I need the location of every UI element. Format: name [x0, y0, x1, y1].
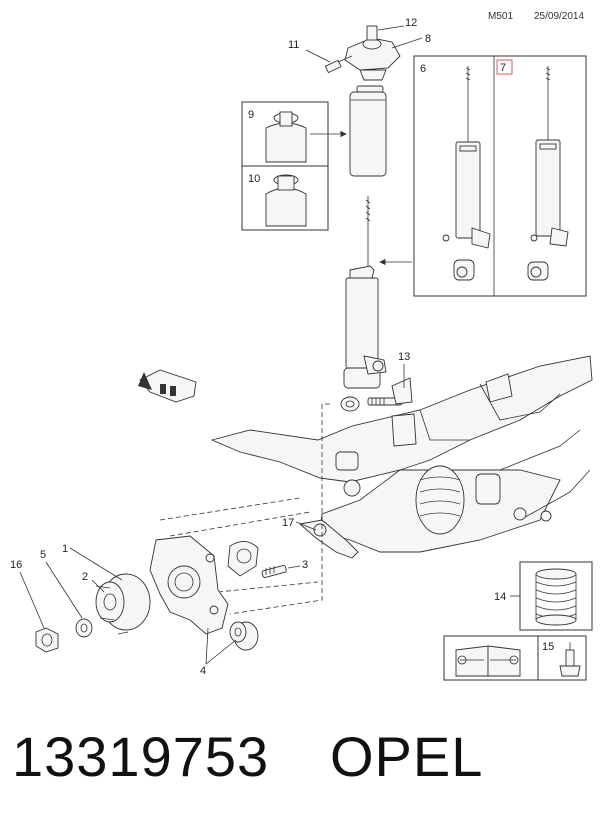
callout-10: 10 — [248, 173, 260, 185]
callout-8: 8 — [425, 33, 431, 45]
inset-box-10: 10 — [241, 165, 329, 231]
rear-suspension-exploded-diagram: M501 25/09/2014 12 8 11 9 10 — [10, 11, 593, 681]
callout-12: 12 — [405, 17, 417, 29]
hub-nut — [35, 627, 59, 653]
brand-name: OPEL — [330, 725, 484, 788]
part-number: 13319753 — [12, 725, 270, 788]
repair-manual-icon — [443, 635, 539, 681]
callout-17: 17 — [282, 517, 294, 529]
coil-spring-box — [519, 561, 593, 631]
callout-14: 14 — [494, 591, 506, 603]
diagram-code: M501 — [488, 11, 513, 22]
callout-16: 16 — [10, 559, 22, 571]
inset-box-6-7: 6 7 — [413, 55, 587, 297]
callout-6: 6 — [420, 63, 426, 75]
callout-1: 1 — [62, 543, 68, 555]
grease-applicator-icon: 15 — [537, 635, 587, 681]
shock-absorber-main — [340, 196, 387, 412]
diagram-date: 25/09/2014 — [534, 11, 584, 22]
rear-knuckle — [149, 535, 259, 635]
callout-5: 5 — [40, 549, 46, 561]
knuckle-bolt — [261, 564, 287, 578]
callout-2: 2 — [82, 571, 88, 583]
knuckle-bushing — [229, 621, 259, 651]
rear-subframe — [210, 355, 593, 553]
top-mount-bolt — [305, 49, 353, 74]
callout-7-highlight — [496, 59, 513, 75]
wheel-hub-bearing — [95, 573, 151, 635]
lower-shock-bolt — [367, 377, 413, 406]
callout-15: 15 — [542, 641, 554, 653]
callout-9: 9 — [248, 109, 254, 121]
callout-4: 4 — [200, 665, 206, 677]
callout-13: 13 — [398, 351, 410, 363]
callout-11: 11 — [288, 39, 299, 51]
hub-washer — [75, 618, 93, 638]
dust-boot — [349, 85, 387, 177]
part-caption: 13319753 OPEL — [0, 724, 600, 814]
strut-top-mount — [344, 25, 423, 81]
callout-3: 3 — [302, 559, 308, 571]
callout-7: 7 — [500, 62, 506, 74]
front-direction-arrow-icon — [138, 369, 197, 403]
